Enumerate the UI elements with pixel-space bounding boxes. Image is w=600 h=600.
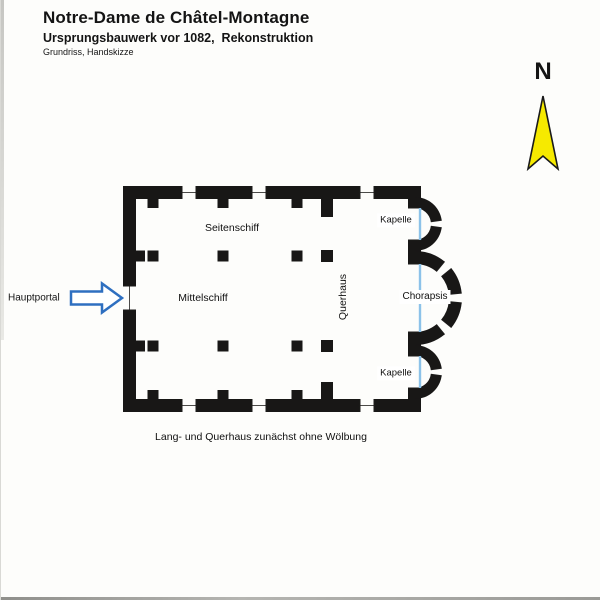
label-chorapsis: Chorapsis [399, 290, 451, 304]
south-chapel-apse [415, 345, 442, 399]
page-note: Grundriss, Handskizze [43, 47, 134, 57]
label-kapelle-bottom: Kapelle [377, 366, 415, 380]
page-title: Notre-Dame de Châtel-Montagne [43, 8, 310, 27]
main-apse [415, 251, 462, 345]
nave-pillars [147, 250, 303, 352]
north-chapel-apse [415, 197, 442, 251]
engaged-piers [136, 199, 303, 399]
label-seitenschiff: Seitenschiff [204, 221, 260, 234]
transept-piers [321, 199, 333, 399]
label-querhaus: Querhaus [336, 273, 349, 321]
caption: Lang- und Querhaus zunächst ohne Wölbung [155, 431, 367, 443]
label-hauptportal: Hauptportal [8, 292, 60, 304]
title-block: Notre-Dame de Châtel-Montagne Ursprungsb… [43, 8, 313, 57]
page-subtitle: Ursprungsbauwerk vor 1082, Rekonstruktio… [43, 31, 314, 45]
plan-walls [123, 186, 462, 412]
north-arrow-icon [526, 95, 560, 172]
north-label: N [534, 58, 552, 85]
label-kapelle-top: Kapelle [377, 213, 415, 227]
scan-artifact-left [1, 0, 4, 340]
label-mittelschiff: Mittelschiff [178, 291, 228, 304]
window-tick-lines [123, 186, 462, 412]
hauptportal-arrow-icon [69, 281, 125, 315]
scan-artifact-bottom [1, 597, 600, 600]
